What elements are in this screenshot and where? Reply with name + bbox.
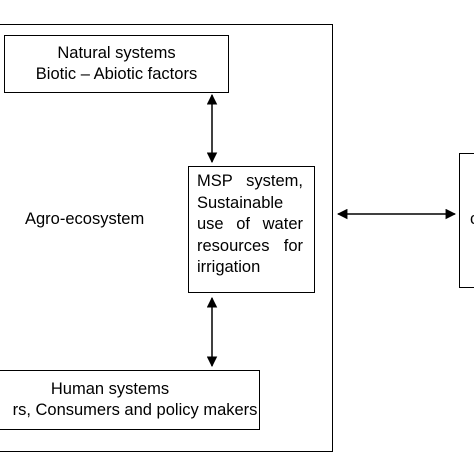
external-system-label: c	[470, 210, 474, 229]
agro-ecosystem-label: Agro-ecosystem	[25, 210, 145, 228]
msp-line-2: Sustainable	[197, 193, 284, 212]
msp-line-1: MSP system,	[197, 172, 303, 190]
human-systems-box: Human systems rs, Consumers and policy m…	[0, 370, 260, 430]
natural-systems-box: Natural systems Biotic – Abiotic factors	[4, 35, 229, 93]
natural-systems-title: Natural systems	[57, 44, 176, 62]
human-systems-title: Human systems	[50, 380, 170, 398]
external-system-box: c	[459, 153, 474, 288]
msp-line-4: resources for	[197, 236, 303, 255]
natural-systems-subtitle: Biotic – Abiotic factors	[35, 65, 198, 83]
msp-line-3: use of water	[197, 215, 303, 233]
agro-ecosystem-frame	[0, 24, 333, 452]
msp-line-5: irrigation	[197, 258, 261, 276]
human-systems-subtitle: rs, Consumers and policy makers	[12, 401, 258, 419]
msp-system-box: MSP system, Sustainable use of water res…	[188, 166, 315, 293]
